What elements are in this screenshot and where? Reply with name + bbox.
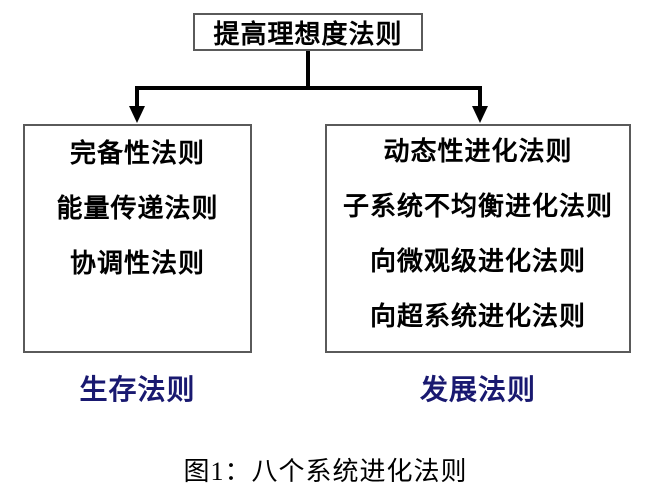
survival-laws-box: 完备性法则 能量传递法则 协调性法则 — [23, 124, 252, 353]
development-laws-box: 动态性进化法则 子系统不均衡进化法则 向微观级进化法则 向超系统进化法则 — [325, 124, 631, 353]
survival-group-label: 生存法则 — [79, 374, 196, 405]
law-item-uneven-subsystem-evolution: 子系统不均衡进化法则 — [342, 191, 613, 221]
development-group-label: 发展法则 — [419, 374, 536, 405]
law-item-energy-transfer: 能量传递法则 — [56, 193, 219, 223]
law-item-micro-level-evolution: 向微观级进化法则 — [369, 246, 586, 276]
arrowhead-left-icon — [129, 106, 145, 123]
root-node-label: 提高理想度法则 — [213, 18, 403, 49]
law-item-coordination: 协调性法则 — [69, 248, 205, 278]
law-item-supersystem-evolution: 向超系统进化法则 — [369, 301, 586, 331]
figure-caption: 图1：八个系统进化法则 — [183, 457, 468, 486]
law-item-completeness: 完备性法则 — [69, 138, 205, 168]
arrowhead-right-icon — [472, 106, 488, 123]
law-item-dynamic-evolution: 动态性进化法则 — [383, 136, 573, 166]
branch-line — [135, 86, 482, 108]
root-node-box: 提高理想度法则 — [193, 13, 423, 51]
